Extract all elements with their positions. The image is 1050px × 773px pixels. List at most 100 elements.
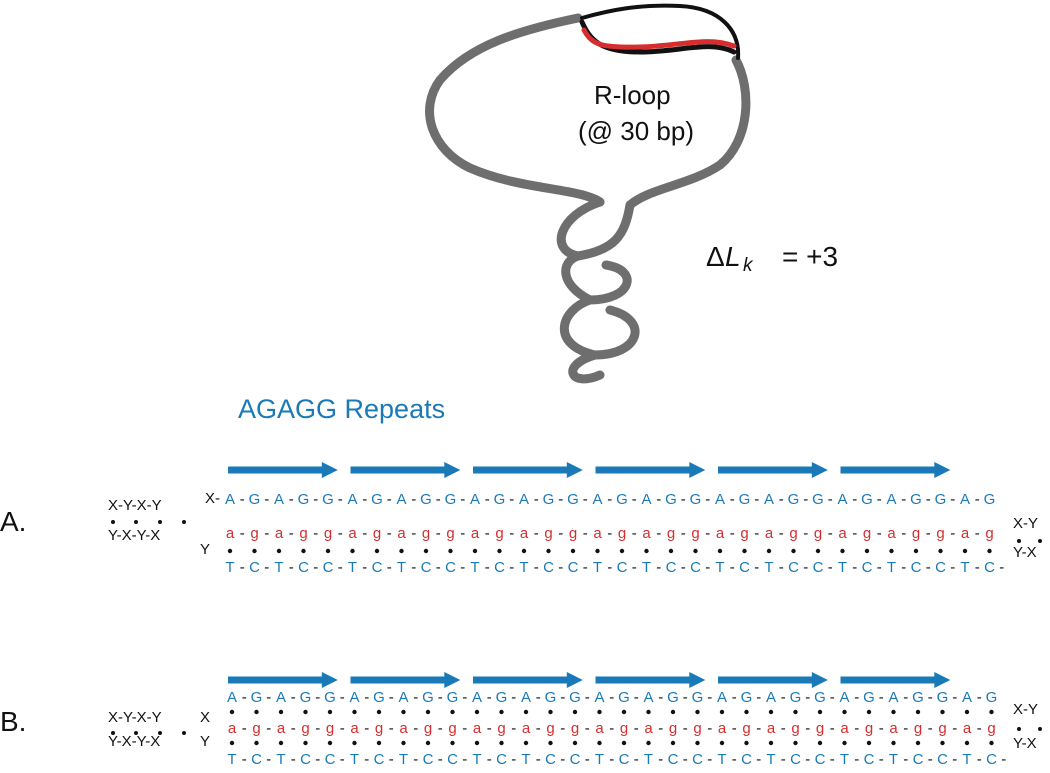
panel-b-rna-base: a	[228, 720, 237, 737]
panel-a-rna-bond: -	[632, 525, 637, 542]
base-pair-dot	[376, 740, 382, 746]
panel-a-bottom-base: C	[543, 559, 554, 576]
base-pair-dot	[450, 740, 455, 746]
panel-b-bottom-bond: -	[683, 751, 688, 768]
repeats-title: AGAGG Repeats	[238, 394, 445, 424]
panel-a-bottom-base: T	[960, 559, 969, 576]
base-pair-dot	[866, 709, 872, 715]
panel-b-top-bond: -	[879, 689, 884, 706]
panel-a-top-bond: -	[901, 491, 906, 508]
panel-b-top-base: G	[300, 689, 312, 706]
panel-a-bottom-base: T	[642, 559, 651, 576]
panel-b-bottom-bond: -	[389, 751, 394, 768]
panel-b-rna-bond: -	[609, 720, 614, 737]
panel-a-rna-base: g	[299, 525, 307, 542]
panel-b-bottom-base: C	[496, 751, 507, 768]
repeat-arrow-head	[321, 462, 338, 478]
base-pair-dot	[842, 709, 847, 715]
panel-b-top-base: G	[863, 689, 875, 706]
panel-a-rna-bond: -	[705, 525, 710, 542]
panel-b-rna-base: a	[840, 720, 849, 737]
panel-a-top-base: G	[788, 491, 800, 508]
panel-b-bottom-bond: -	[585, 751, 590, 768]
panel-b-rna-bond: -	[462, 720, 467, 737]
repeat-arrow-head	[934, 462, 951, 478]
panel-a-top-bond: -	[387, 491, 392, 508]
plasmid-loop	[425, 13, 751, 210]
base-pair-dot	[964, 740, 970, 746]
panel-b-rna-bond: -	[487, 720, 492, 737]
panel-a-top-base: A	[274, 491, 284, 508]
panel-b-left-bottom: Y-X-Y-X	[108, 733, 160, 750]
panel-b-bottom-base: T	[644, 751, 653, 768]
panel-a-top-bond: -	[705, 491, 710, 508]
panel-a-bottom-bond: -	[730, 559, 735, 576]
panel-b-bottom-bond: -	[781, 751, 786, 768]
base-pair-dot	[523, 709, 529, 715]
panel-a-top-bond: -	[607, 491, 612, 508]
panel-b-bottom-bond: -	[438, 751, 443, 768]
panel-a-bottom-bond: -	[509, 559, 514, 576]
panel-b-rna-base: a	[350, 720, 359, 737]
panel-b-rna-bond: -	[511, 720, 516, 737]
panel-b-top-bond: -	[658, 689, 663, 706]
base-pair-dot	[327, 709, 333, 715]
panel-b-bottom-base: T	[399, 751, 408, 768]
panel-b-top-bond: -	[340, 689, 345, 706]
panel-b-top-bond: -	[536, 689, 541, 706]
panel-a-top-base: G	[371, 491, 383, 508]
panel-b-rna-base: g	[742, 720, 750, 737]
panel-a-top-bond: -	[730, 491, 735, 508]
base-pair-dot	[325, 548, 331, 554]
base-pair-dot	[425, 709, 431, 715]
panel-a-rna-base: a	[275, 525, 284, 542]
end-pair-dot	[182, 520, 186, 524]
panel-a-bottom-bond: -	[828, 559, 833, 576]
panel-a-bottom-bond: -	[411, 559, 416, 576]
panel-a-top-bond: -	[485, 491, 490, 508]
base-pair-dot	[474, 740, 480, 746]
base-pair-dot	[719, 740, 725, 746]
panel-b-bottom-base: C	[570, 751, 581, 768]
panel-b-top-base: G	[814, 689, 826, 706]
panel-b-bottom-bond: -	[462, 751, 467, 768]
panel-a-rna-bond: -	[950, 525, 955, 542]
base-pair-dot	[695, 709, 700, 715]
panel-a-top-bond: -	[313, 491, 318, 508]
displaced-dna-strand	[580, 3, 741, 60]
panel-b-bottom-base: C	[741, 751, 752, 768]
panel-a-rna-base: g	[985, 525, 993, 542]
repeat-arrow-head	[566, 672, 583, 688]
panel-b-top-bond: -	[389, 689, 394, 706]
panel-a-top-base: G	[690, 491, 702, 508]
panel-a-bottom-base: C	[813, 559, 824, 576]
base-pair-dot	[327, 740, 333, 746]
panel-a-rna-bond: -	[338, 525, 343, 542]
panel-b-bottom-bond: -	[340, 751, 345, 768]
panel-b-bottom-bond: -	[805, 751, 810, 768]
panel-a-rna-base: g	[324, 525, 332, 542]
panel-b-rna-base: a	[522, 720, 531, 737]
panel-a-bottom-base: C	[739, 559, 750, 576]
panel-b-repeat-arrows	[228, 672, 951, 688]
panel-b-top-base: A	[349, 689, 359, 706]
panel-b-rna-base: g	[987, 720, 995, 737]
panel-a-top-base: A	[764, 491, 774, 508]
panel-a-top-bond: -	[436, 491, 441, 508]
panel-a-top-base: G	[739, 491, 751, 508]
panel-a-top-base: G	[322, 491, 334, 508]
panel-a-rna-base: a	[348, 525, 357, 542]
panel-a-bottom-bond: -	[338, 559, 343, 576]
base-pair-dot	[864, 548, 870, 554]
panel-a-rna-bond: -	[509, 525, 514, 542]
panel-a-bottom-base: C	[298, 559, 309, 576]
base-pair-dot	[595, 548, 600, 554]
end-pair-dot	[1038, 727, 1042, 731]
panel-b-bottom-bond: -	[707, 751, 712, 768]
panel-a: A. X-Y-X-Y Y-X-Y-X X- Y X-Y Y-X A-G-A-G-…	[0, 462, 1042, 576]
panel-b-rna-bond: -	[903, 720, 908, 737]
base-pair-dot	[352, 709, 357, 715]
base-pair-dot	[913, 548, 919, 554]
panel-a-rna-base: a	[520, 525, 529, 542]
panel-a-top-bond: -	[828, 491, 833, 508]
